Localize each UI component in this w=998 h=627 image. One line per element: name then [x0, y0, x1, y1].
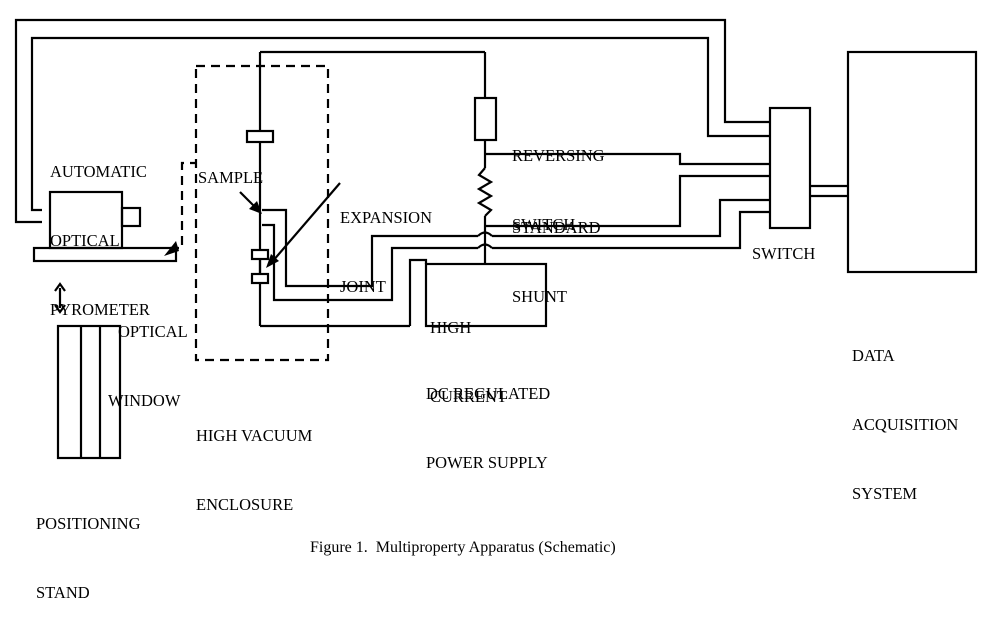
positioning-stand-label-line: POSITIONING	[36, 514, 141, 533]
data-acquisition-label-line: DATA	[852, 346, 895, 365]
positioning-stand-column	[56, 324, 122, 460]
standard-shunt-label-line: STANDARD	[512, 218, 601, 237]
optical-window-label-line: WINDOW	[108, 391, 181, 410]
pyrometer-signal-wire-inner	[30, 36, 770, 212]
reversing-switch-label: REVERSING SWITCH	[512, 98, 605, 259]
positioning-stand-label-line: STAND	[36, 583, 90, 602]
voltage-probe-wire-1	[262, 208, 478, 288]
expansion-joint-leader-line	[271, 182, 341, 263]
expansion-joint-top	[250, 248, 270, 261]
pyrometer-lens	[120, 206, 142, 228]
vertical-motion-arrow-up	[54, 282, 66, 292]
optical-window-label: OPTICAL WINDOW	[108, 274, 188, 435]
switch-box	[768, 106, 812, 230]
pyrometer-signal-wire-outer	[14, 18, 770, 224]
voltage-probe-wire-2-right	[492, 210, 770, 250]
sample-label: SAMPLE	[198, 168, 264, 187]
reversing-switch-label-line: SWITCH	[512, 215, 576, 234]
high-current-power-supply	[424, 262, 548, 328]
schematic-diagram	[14, 18, 978, 460]
vacuum-enclosure-label-line: HIGH VACUUM	[196, 426, 313, 445]
optical-window-label-line: OPTICAL	[118, 322, 188, 341]
data-acquisition-system-box	[846, 50, 978, 274]
expansion-joint-bottom	[250, 272, 270, 285]
vacuum-enclosure-label: HIGH VACUUM ENCLOSURE	[196, 378, 312, 539]
pyrometer-label-line: AUTOMATIC	[50, 162, 147, 181]
power-supply-label-line: DC REGULATED	[426, 384, 551, 403]
power-supply-label-line: POWER SUPPLY	[426, 453, 548, 472]
voltage-probe-wire-1-right	[492, 198, 770, 238]
power-supply-return-wire	[408, 258, 428, 326]
standard-shunt-resistor	[476, 167, 494, 217]
standard-shunt-label: STANDARD SHUNT	[512, 170, 601, 331]
vacuum-enclosure-label-line: ENCLOSURE	[196, 495, 294, 514]
shunt-lead-top	[485, 152, 770, 166]
sample-clamp-top	[245, 129, 275, 144]
switch-label: SWITCH	[752, 244, 816, 263]
high-current-label: HIGH CURRENT	[430, 270, 507, 431]
high-current-label-line: CURRENT	[430, 387, 508, 406]
data-acquisition-label: DATA ACQUISITION SYSTEM	[852, 298, 958, 528]
expansion-joint-label: EXPANSION JOINT	[340, 160, 432, 321]
high-vacuum-enclosure	[194, 64, 330, 362]
high-current-label-line: HIGH	[430, 318, 472, 337]
optical-window-arrowhead	[164, 241, 179, 256]
pyrometer-label-line: PYROMETER	[50, 300, 150, 319]
expansion-joint-label-line: EXPANSION	[340, 208, 432, 227]
reversing-switch	[473, 96, 498, 142]
positioning-stand-label: POSITIONING STAND	[36, 466, 141, 627]
reversing-switch-label-line: REVERSING	[512, 146, 605, 165]
optical-window-outline	[170, 161, 196, 250]
standard-shunt-label-line: SHUNT	[512, 287, 568, 306]
power-supply-label: DC REGULATED POWER SUPPLY	[426, 336, 550, 497]
pyrometer-label-line: OPTICAL	[50, 231, 120, 250]
expansion-joint-leader-arrowhead	[266, 254, 279, 268]
data-acquisition-label-line: SYSTEM	[852, 484, 918, 503]
vertical-motion-arrow-down	[54, 304, 66, 314]
pyrometer-label: AUTOMATIC OPTICAL PYROMETER	[50, 114, 150, 344]
pyrometer-base	[32, 246, 178, 263]
figure-caption: Figure 1. Multiproperty Apparatus (Schem…	[310, 539, 616, 556]
shunt-lead-bottom	[485, 174, 770, 228]
expansion-joint-label-line: JOINT	[340, 277, 386, 296]
sample-leader-arrowhead	[249, 201, 262, 214]
data-acquisition-label-line: ACQUISITION	[852, 415, 959, 434]
voltage-probe-wire-2	[262, 223, 478, 302]
